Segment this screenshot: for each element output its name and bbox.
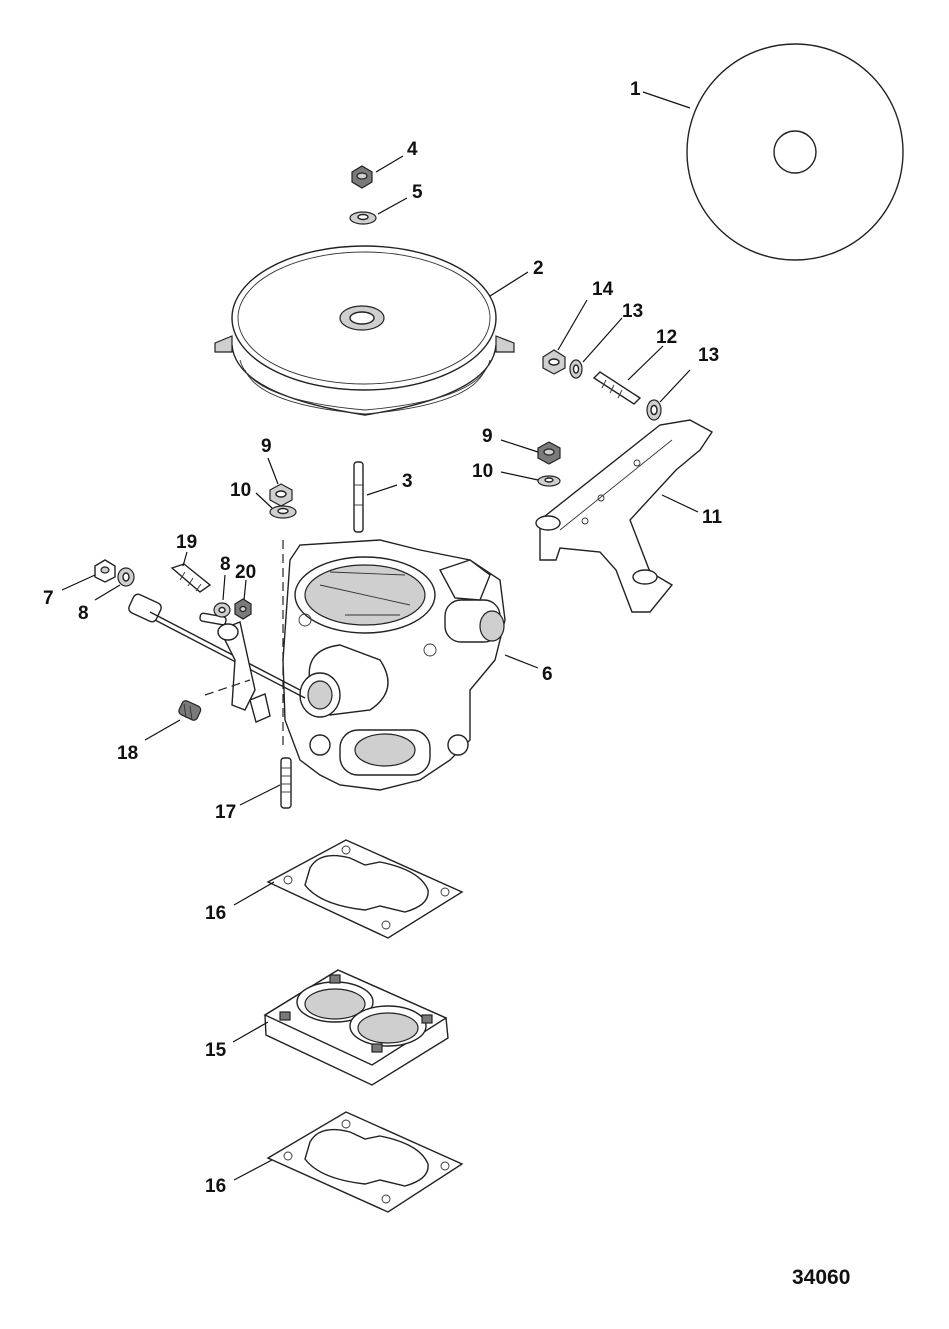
part-16-gasket-lower (266, 1111, 464, 1213)
part-20-nut (234, 598, 252, 620)
callout-5: 5 (412, 182, 423, 203)
assembly-axes (204, 540, 284, 750)
part-17-stud (280, 757, 292, 809)
callouts: 1 2 3 4 5 6 7 8 8 9 9 10 10 11 12 13 13 … (43, 79, 723, 1197)
callout-17: 17 (215, 802, 236, 823)
callout-3: 3 (402, 471, 413, 492)
callout-10-right: 10 (472, 461, 493, 482)
callout-16-upper: 16 (205, 903, 226, 924)
part-13-washer-lower (646, 399, 662, 421)
part-3-stud (353, 461, 364, 533)
callout-19: 19 (176, 532, 197, 553)
part-19-screw (170, 563, 212, 593)
callout-2: 2 (533, 258, 544, 279)
part-16-gasket-upper (266, 839, 464, 939)
callout-16-lower: 16 (205, 1176, 226, 1197)
part-10-washer-left (269, 505, 297, 519)
callout-10-left: 10 (230, 480, 251, 501)
part-8-washer-right (213, 602, 231, 618)
callout-7: 7 (43, 588, 54, 609)
choke-cable (128, 593, 306, 723)
part-4-nut (351, 165, 373, 189)
callout-11: 11 (702, 507, 723, 528)
part-11-bracket (535, 419, 714, 613)
part-5-washer (349, 211, 377, 225)
part-8-washer-left (117, 567, 135, 587)
part-9-nut-left (269, 483, 293, 507)
part-15-spacer (263, 969, 449, 1086)
callout-18: 18 (117, 743, 138, 764)
callout-13-lower: 13 (698, 345, 719, 366)
callout-12: 12 (656, 327, 677, 348)
part-7-nut (94, 559, 116, 583)
part-14-nut (542, 349, 566, 375)
callout-20: 20 (235, 562, 256, 583)
part-6-carburetor (282, 539, 506, 791)
callout-9-left: 9 (261, 436, 272, 457)
part-2-flame-arrestor (214, 245, 515, 416)
figure-id: 34060 (792, 1266, 850, 1289)
callout-13-upper: 13 (622, 301, 643, 322)
callout-15: 15 (205, 1040, 227, 1061)
part-10-washer-right (537, 475, 561, 487)
part-13-washer-upper (569, 359, 583, 379)
part-12-stud (592, 371, 642, 405)
callout-9-right: 9 (482, 426, 493, 447)
callout-8-right: 8 (220, 554, 231, 575)
leader-lines (61, 91, 699, 1181)
callout-14: 14 (592, 279, 614, 300)
part-1-disc (686, 43, 904, 261)
part-18-screw (178, 700, 202, 721)
callout-4: 4 (407, 139, 418, 160)
callout-1: 1 (630, 79, 641, 100)
callout-8-left: 8 (78, 603, 89, 624)
part-9-nut-right (537, 441, 561, 465)
callout-6: 6 (542, 664, 553, 685)
